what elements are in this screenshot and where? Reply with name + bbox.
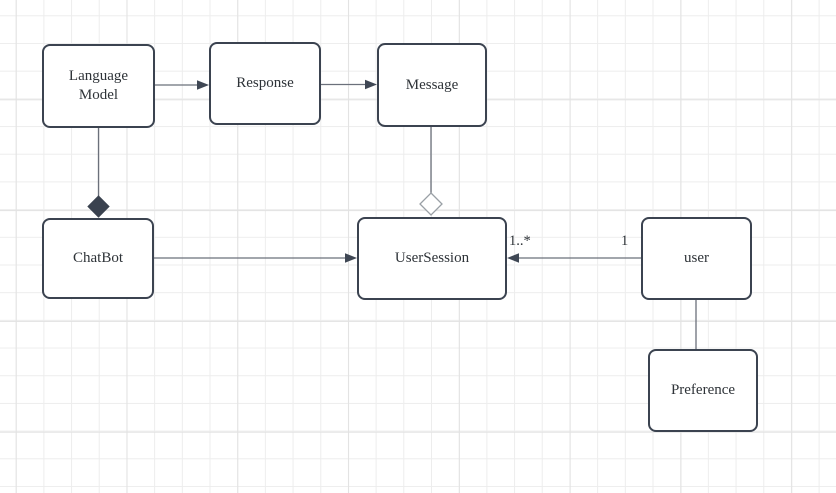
arrowhead-icon [507, 253, 519, 263]
node-label: user [684, 250, 709, 266]
node-message[interactable]: Message [377, 43, 487, 127]
edge-response-to-message[interactable] [321, 79, 377, 90]
node-language-model[interactable]: Language Model [42, 44, 155, 128]
edge-message-to-usersession[interactable] [419, 127, 443, 216]
node-label: Message [405, 76, 459, 93]
node-label: Response [236, 75, 294, 91]
node-response[interactable]: Response [209, 42, 321, 125]
edge-language-model-to-chatbot[interactable] [87, 128, 110, 218]
arrowhead-icon [345, 253, 357, 263]
arrowhead-icon [365, 79, 377, 90]
multiplicity-label-user-end[interactable]: 1 [621, 233, 629, 249]
node-preference[interactable]: Preference [648, 349, 758, 432]
edge-chatbot-to-usersession[interactable] [154, 253, 357, 263]
edge-user-to-usersession[interactable] [507, 253, 641, 263]
node-label: Preference [670, 382, 736, 398]
node-label: ChatBot [72, 250, 123, 266]
arrowhead-icon [197, 80, 209, 90]
multiplicity-label-usersession-end[interactable]: 1..* [509, 233, 531, 249]
node-label: UserSession [394, 250, 470, 266]
composition-diamond-icon [87, 195, 110, 218]
edge-language-model-to-response[interactable] [155, 80, 209, 90]
node-chatbot[interactable]: ChatBot [42, 218, 154, 299]
aggregation-diamond-icon [419, 192, 443, 216]
node-label: Language Model [68, 68, 129, 103]
node-usersession[interactable]: UserSession [357, 217, 507, 300]
node-user[interactable]: user [641, 217, 752, 300]
